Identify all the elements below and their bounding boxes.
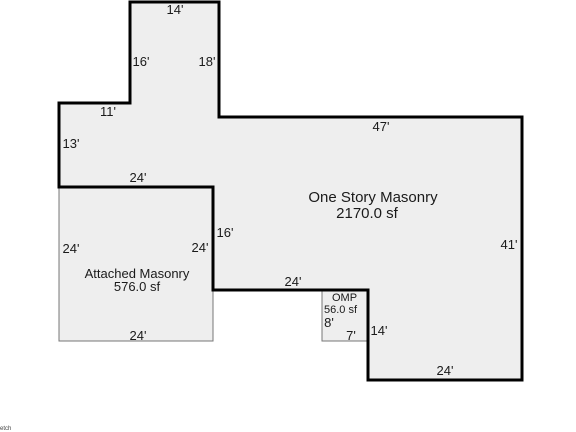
dim-attached-left: 24' (63, 241, 80, 256)
omp-area-value: 56.0 sf (324, 304, 358, 316)
dim-left-side: 13' (63, 136, 80, 151)
main-area-value: 2170.0 sf (336, 205, 399, 222)
dim-bottom: 24' (437, 363, 454, 378)
dim-notch-vertical: 14' (371, 323, 388, 338)
dim-middle-bottom: 24' (285, 274, 302, 289)
footer-text: etch (0, 426, 11, 432)
dim-top: 14' (167, 2, 184, 17)
dim-inner-vertical: 16' (217, 225, 234, 240)
dim-attached-top: 24' (130, 170, 147, 185)
dim-attached-right: 24' (192, 240, 209, 255)
attached-masonry-area (58, 186, 214, 342)
dim-attached-bottom: 24' (130, 328, 147, 343)
dim-tower-right: 18' (199, 54, 216, 69)
dim-left-step: 11' (100, 104, 116, 119)
dim-tower-left: 16' (133, 54, 150, 69)
main-area-name: One Story Masonry (308, 189, 438, 206)
dim-omp-bottom: 7' (346, 328, 356, 343)
one-story-masonry-area (57, 0, 524, 382)
dim-right-top: 47' (373, 119, 390, 134)
dim-right-side: 41' (501, 237, 518, 252)
omp-area-name: OMP (332, 292, 357, 304)
dim-omp-side: 8' (324, 315, 334, 330)
attached-area-name: Attached Masonry (85, 266, 190, 281)
attached-area-value: 576.0 sf (114, 279, 161, 294)
omp-area (321, 289, 369, 342)
